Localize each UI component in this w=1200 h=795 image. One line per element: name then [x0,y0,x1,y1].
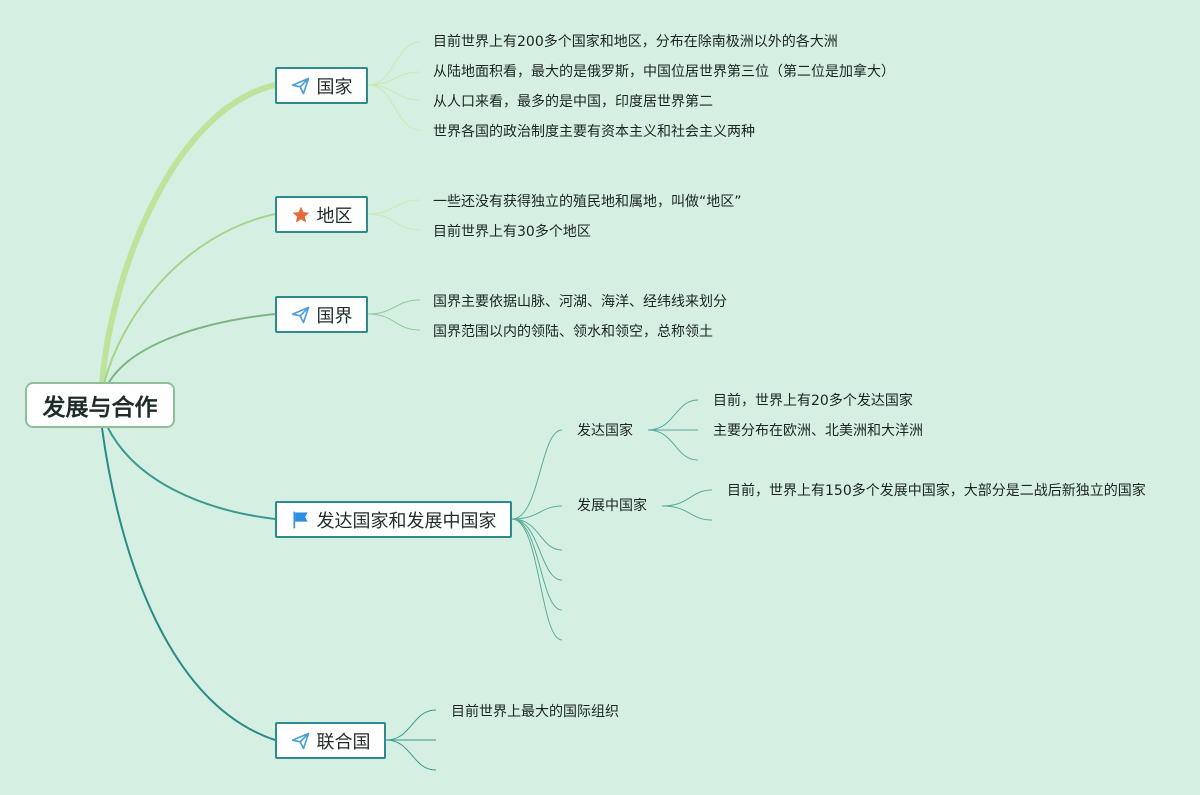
leaf-diqu-1: 一些还没有获得独立的殖民地和属地，叫做“地区” [433,194,742,210]
topic-fada-fazhan[interactable]: 发达国家和发展中国家 [275,501,512,538]
topic-label: 发达国家和发展中国家 [316,510,497,532]
subtopic-fada[interactable]: 发达国家 [577,423,633,439]
topic-label: 联合国 [316,731,371,753]
topic-guojia[interactable]: 国家 [275,67,368,104]
leaf-guojie-1: 国界主要依据山脉、河湖、海洋、经纬线来划分 [433,294,727,310]
subtopic-fazhan[interactable]: 发展中国家 [577,498,647,514]
leaf-guojia-3: 从人口来看，最多的是中国，印度居世界第二 [433,94,713,110]
leaf-diqu-2: 目前世界上有30多个地区 [433,224,591,240]
branch-guojia [99,82,278,387]
branch-guojie [107,313,276,385]
leaf-fada-1: 目前，世界上有20多个发达国家 [713,393,913,409]
leaf-guojie-2: 国界范围以内的领陆、领水和领空，总称领土 [433,324,713,340]
topic-lianheguo[interactable]: 联合国 [275,722,386,759]
topic-diqu[interactable]: 地区 [275,196,368,233]
topic-label: 国家 [316,76,353,98]
branch-fada [107,427,276,520]
flag-icon [291,510,311,530]
leaf-lianheguo-1: 目前世界上最大的国际组织 [451,704,619,720]
topic-guojie[interactable]: 国界 [275,296,368,333]
root-label: 发展与合作 [42,395,158,421]
leaf-guojia-4: 世界各国的政治制度主要有资本主义和社会主义两种 [433,124,755,140]
leaf-fada-2: 主要分布在欧洲、北美洲和大洋洲 [713,423,923,439]
leaf-guojia-2: 从陆地面积看，最大的是俄罗斯，中国位居世界第三位（第二位是加拿大） [433,64,895,80]
paper-plane-icon [291,731,311,751]
paper-plane-icon [291,305,311,325]
root-node[interactable]: 发展与合作 [25,382,175,428]
branch-diqu [103,213,276,385]
topic-label: 地区 [316,205,353,227]
branch-lianheguo [101,427,276,741]
leaf-fazhan-1: 目前，世界上有150多个发展中国家，大部分是二战后新独立的国家 [727,483,1146,499]
paper-plane-icon [291,76,311,96]
star-icon [291,205,311,225]
topic-label: 国界 [316,305,353,327]
leaf-guojia-1: 目前世界上有200多个国家和地区，分布在除南极洲以外的各大洲 [433,34,838,50]
